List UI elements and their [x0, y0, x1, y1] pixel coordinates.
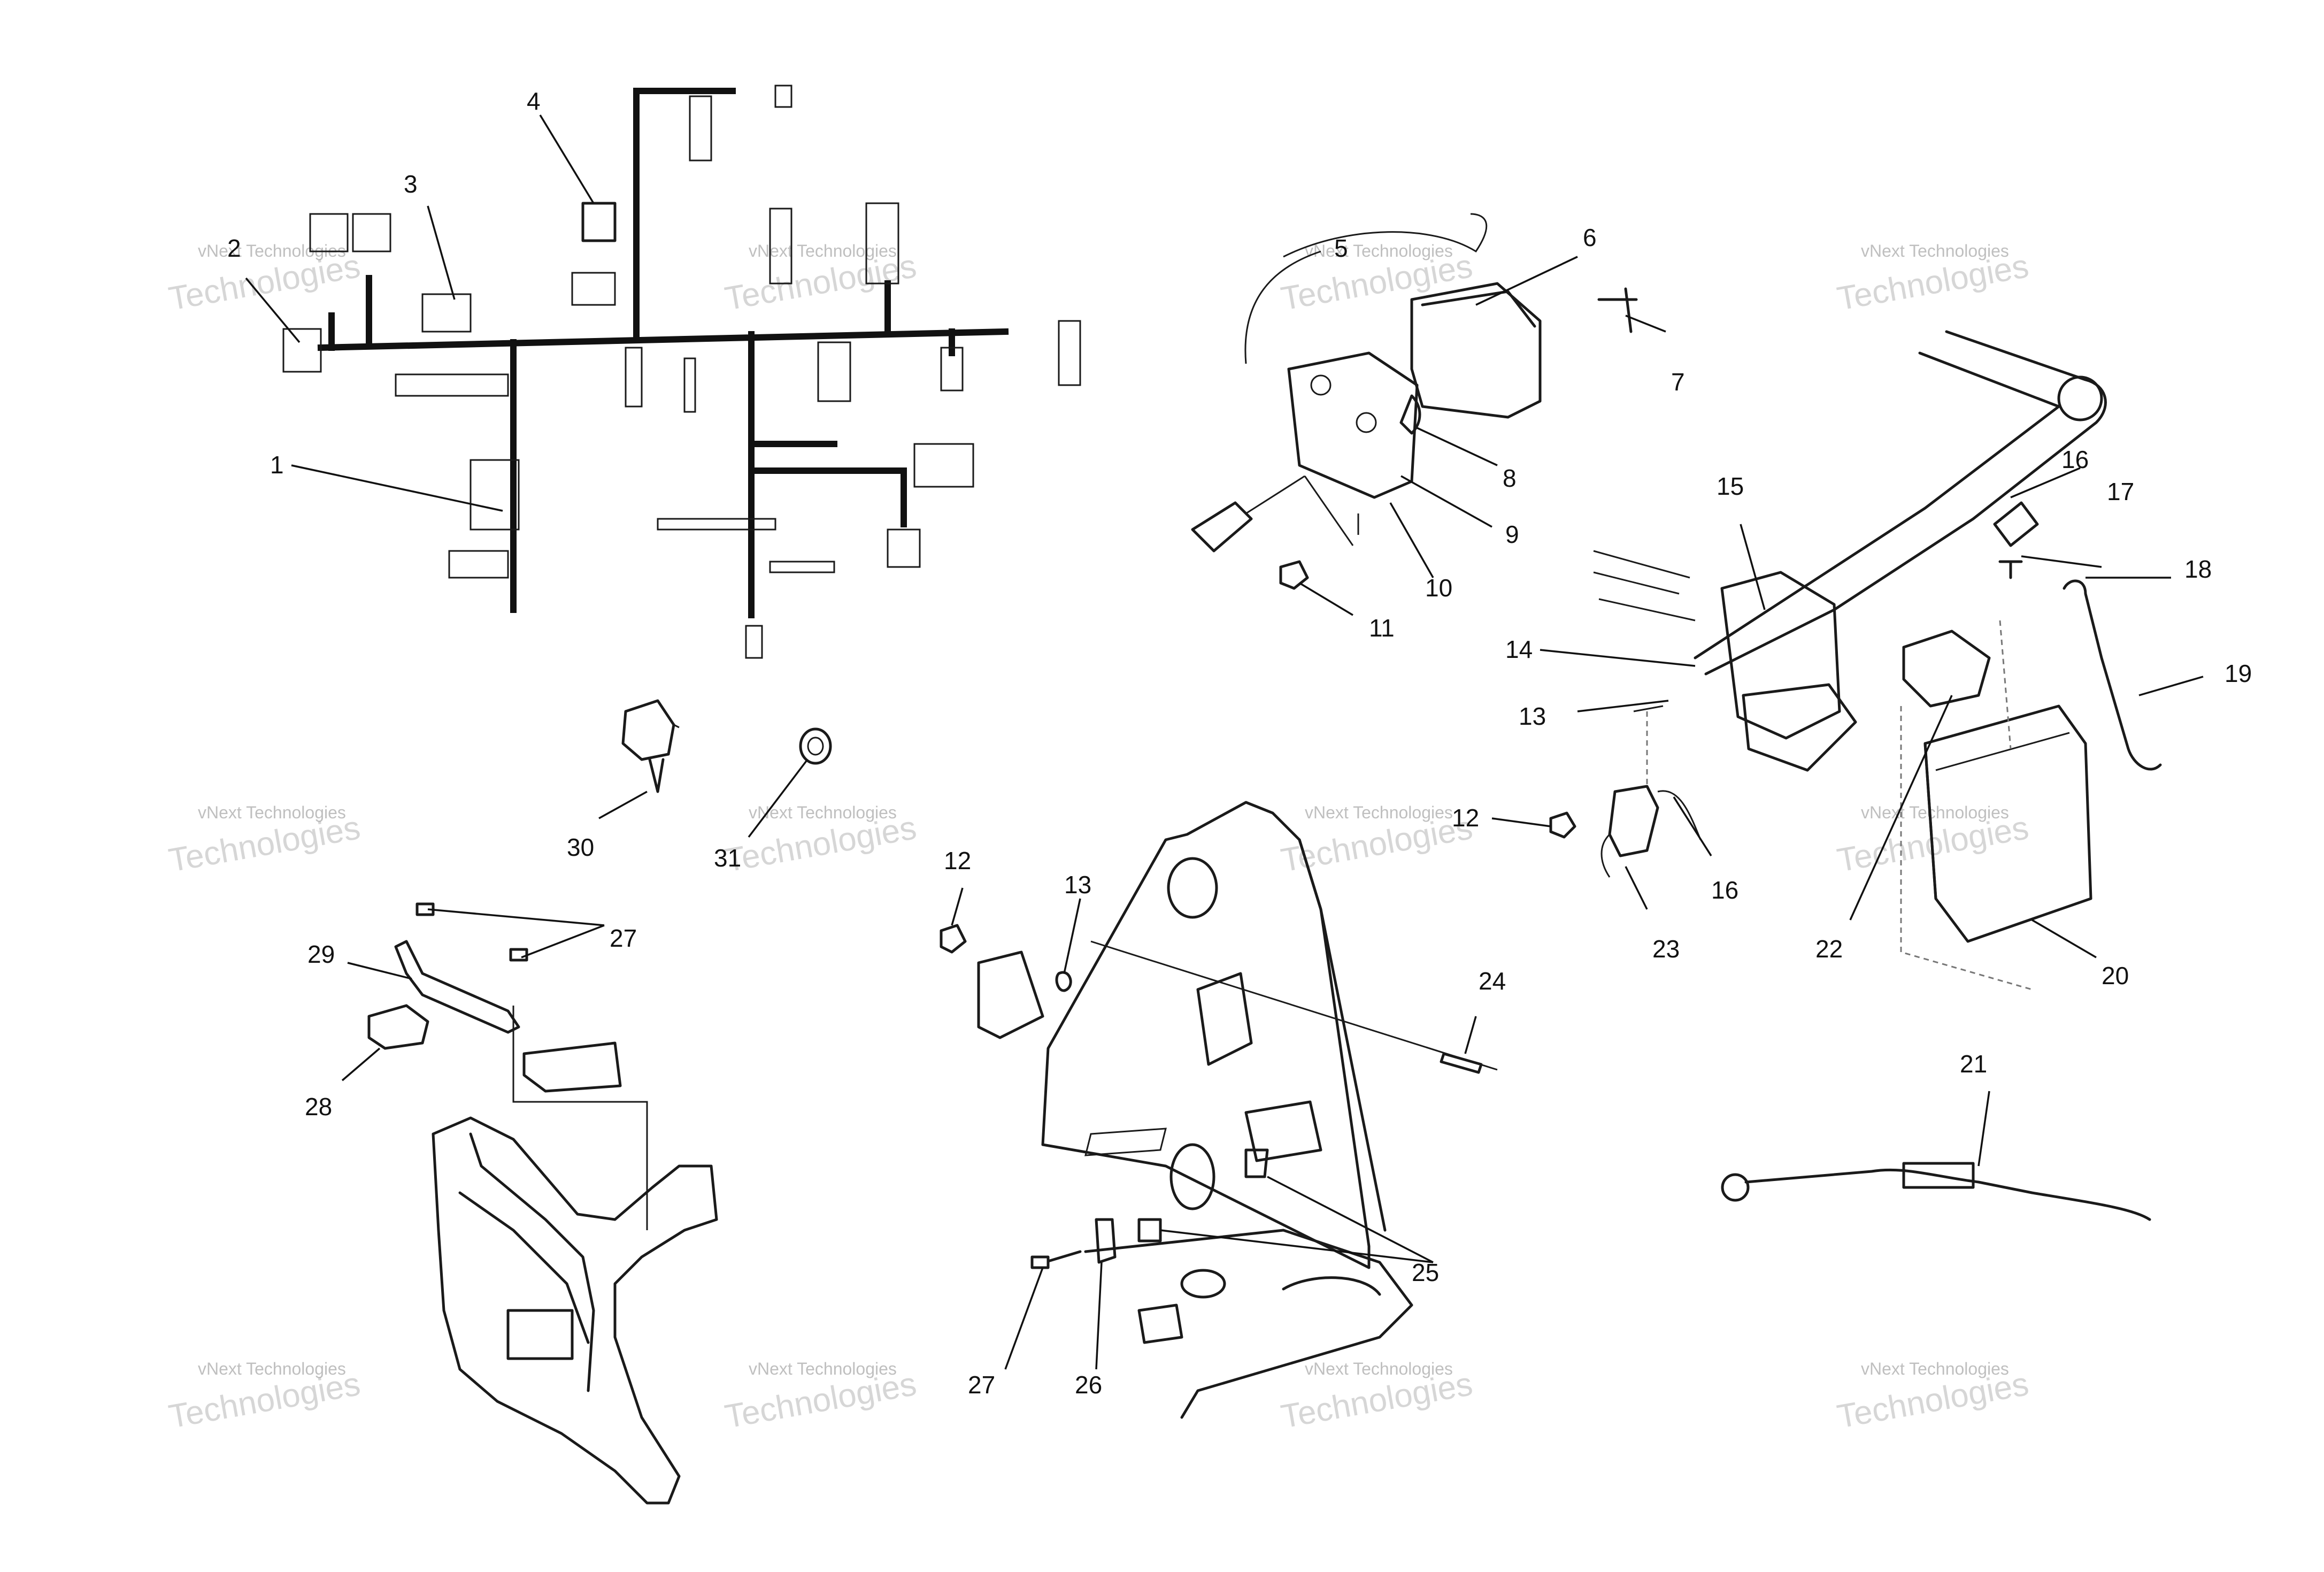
callout-21: 21: [1960, 1050, 1987, 1078]
watermark-text: vNext Technologies: [198, 803, 346, 822]
callout-22: 22: [1815, 935, 1843, 963]
callout-17: 17: [2107, 478, 2134, 505]
screw-24: [1440, 1052, 1483, 1074]
callout-23: 23: [1652, 935, 1680, 963]
wiring-harness: [282, 85, 1081, 659]
center-panel: [940, 801, 1498, 1419]
screw-7: [1597, 287, 1638, 333]
watermark-text: vNext Technologies: [749, 1359, 897, 1378]
callout-16: 16: [1711, 876, 1738, 904]
callout-24: 24: [1479, 967, 1506, 995]
callout-3: 3: [404, 170, 418, 198]
connector-3: [421, 293, 472, 333]
callout-9: 9: [1505, 520, 1519, 548]
screw-27: [415, 902, 435, 916]
watermark-text: vNext Technologies: [749, 241, 897, 260]
callout-5: 5: [1334, 234, 1348, 262]
callout-6: 6: [1583, 224, 1597, 251]
watermark-text: vNext Technologies: [1305, 241, 1453, 260]
clip-25: [1137, 1218, 1162, 1243]
watermark-text: vNext Technologies: [1305, 1359, 1453, 1378]
callout-2: 2: [227, 234, 241, 262]
callout-29: 29: [307, 940, 335, 968]
callout-19: 19: [2225, 660, 2252, 687]
callout-30: 30: [567, 833, 594, 861]
ground-cable-21: [1721, 1162, 2151, 1221]
clip-25: [1244, 1148, 1269, 1178]
callout-18: 18: [2184, 555, 2212, 583]
callout-8: 8: [1503, 464, 1517, 492]
callout-31: 31: [714, 844, 741, 872]
callout-27: 27: [610, 924, 637, 952]
battery-cover-22: [1902, 630, 1991, 708]
battery-area: [1549, 330, 2162, 991]
callout-20: 20: [2102, 962, 2129, 990]
callout-28: 28: [305, 1093, 332, 1121]
taillight-lens-6: [1410, 282, 1542, 419]
callout-10: 10: [1425, 574, 1452, 602]
callout-16: 16: [2061, 446, 2089, 473]
regulator-28: [367, 1004, 429, 1050]
clip-26: [1095, 1218, 1117, 1264]
grommet-31: [799, 727, 832, 765]
callout-14: 14: [1505, 635, 1533, 663]
bracket-29: [394, 940, 520, 1034]
leader-lines: [245, 114, 2204, 1370]
watermark-text: vNext Technologies: [1305, 803, 1453, 822]
watermark-text: vNext Technologies: [198, 1359, 346, 1378]
vent-hose-19: [2063, 579, 2162, 771]
callout-13: 13: [1519, 702, 1546, 730]
watermark-text: vNext Technologies: [1861, 241, 2009, 260]
callout-4: 4: [527, 87, 541, 115]
solenoid-23: [1608, 785, 1659, 857]
bracket: [1196, 972, 1253, 1066]
callout-7: 7: [1671, 368, 1685, 396]
callout-12: 12: [944, 847, 971, 875]
washer-13: [1055, 971, 1072, 992]
callout-13: 13: [1064, 871, 1091, 899]
callout-26: 26: [1075, 1371, 1102, 1399]
fuse-30: [621, 699, 680, 793]
callout-15: 15: [1717, 472, 1744, 500]
terminal-boot-16: [1993, 501, 2039, 547]
nut-12: [940, 924, 967, 954]
callout-11: 11: [1369, 614, 1395, 642]
callout-12: 12: [1452, 804, 1479, 832]
screw-27: [1030, 1250, 1082, 1269]
callout-labels: 1 2 3 4 5 6 7 8 9 10 11 12 12 13 13 14 1…: [227, 87, 2252, 1399]
nut-12: [1549, 811, 1576, 839]
bulb-8: [1399, 394, 1421, 435]
callout-1: 1: [270, 451, 284, 479]
callout-27: 27: [968, 1371, 995, 1399]
ignition-coil: [977, 950, 1044, 1039]
watermark-text: vNext Technologies: [1861, 1359, 2009, 1378]
battery-holder-22: [1720, 571, 1841, 740]
socket-10: [1191, 501, 1253, 553]
relay-4: [581, 202, 617, 242]
screw-17: [1998, 560, 2023, 579]
callout-25: 25: [1412, 1259, 1439, 1286]
watermark-text: vNext Technologies: [1861, 803, 2009, 822]
screw-27: [509, 948, 528, 962]
front-frame: [367, 902, 718, 1505]
taillight-housing-9: [1287, 351, 1419, 499]
